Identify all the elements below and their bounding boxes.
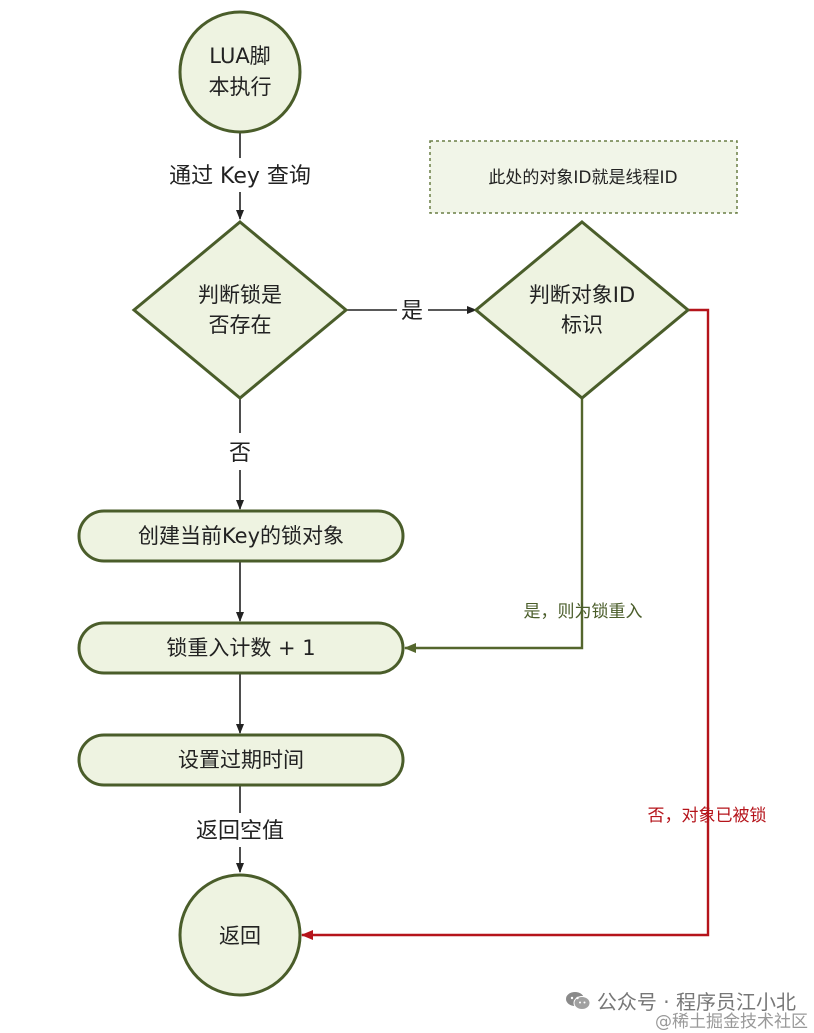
create-lock-text: 创建当前Key的锁对象 <box>138 524 344 548</box>
no-label: 否 <box>229 441 251 466</box>
reentry-count-node <box>77 621 405 675</box>
wechat-icon <box>565 991 591 1010</box>
note-box <box>429 140 738 214</box>
decision-owner-line1: 判断对象ID <box>529 283 635 307</box>
end-node <box>178 873 302 997</box>
edge-owner-no-locked <box>301 308 710 940</box>
reentry-count-text: 锁重入计数 + 1 <box>166 636 315 660</box>
decision-lock-line1: 判断锁是 <box>198 283 282 307</box>
start-node-line1: LUA脚 <box>209 44 270 68</box>
set-expire-node <box>77 733 405 787</box>
decision-owner-line2: 标识 <box>561 313 603 337</box>
watermark-line2: @稀土掘金技术社区 <box>655 1012 808 1032</box>
decision-owner-id <box>473 220 691 400</box>
set-expire-text: 设置过期时间 <box>178 748 304 772</box>
yes-label: 是 <box>401 299 423 324</box>
edge-owner-yes-reentry <box>404 398 584 653</box>
create-lock-node <box>77 509 405 563</box>
note-text: 此处的对象ID就是线程ID <box>488 168 677 188</box>
decision-lock-exists <box>131 220 349 400</box>
yes-reentry-label: 是，则为锁重入 <box>524 602 643 622</box>
decision-lock-line2: 否存在 <box>209 313 272 337</box>
return-nil-label: 返回空值 <box>196 819 284 844</box>
start-node-line2: 本执行 <box>209 75 272 99</box>
start-node <box>178 10 302 134</box>
watermark-line1: 公众号 · 程序员江小北 <box>596 990 796 1014</box>
end-node-text: 返回 <box>219 924 261 948</box>
watermark: 公众号 · 程序员江小北 <box>565 986 796 1015</box>
no-locked-label: 否，对象已被锁 <box>648 806 767 826</box>
query-label: 通过 Key 查询 <box>169 164 311 189</box>
